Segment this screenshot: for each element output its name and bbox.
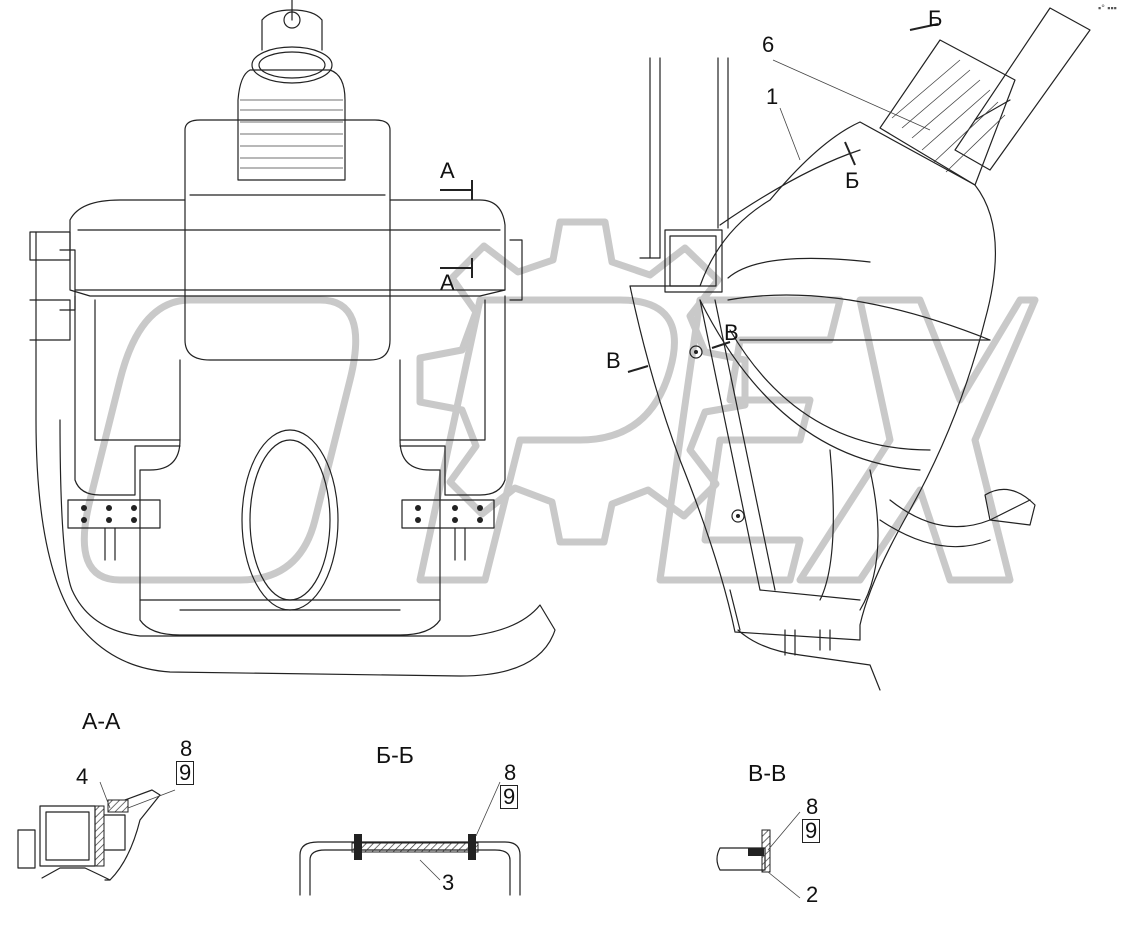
section-vv xyxy=(716,811,801,899)
section-bb-title: Б-Б xyxy=(376,742,414,768)
callout-6: 6 xyxy=(762,32,775,57)
callout-vv-8: 8 xyxy=(806,794,819,819)
callout-1: 1 xyxy=(766,84,779,109)
section-aa-title: А-А xyxy=(82,708,121,734)
side-view xyxy=(627,7,1091,691)
callout-aa-8: 8 xyxy=(180,736,193,761)
cut-mark-v-left: В xyxy=(606,348,621,373)
cut-mark-b-top: Б xyxy=(928,6,943,31)
cut-mark-a-bottom: А xyxy=(440,270,455,295)
section-vv-title: В-В xyxy=(748,760,787,786)
corner-mark: ▪° ▪▪▪ xyxy=(1098,3,1117,13)
callout-bb-9: 9 xyxy=(500,785,519,809)
section-bb xyxy=(299,781,521,896)
callout-vv-9: 9 xyxy=(802,819,821,843)
cut-mark-a-top: А xyxy=(440,158,455,183)
cut-mark-v-right: В xyxy=(724,320,739,345)
front-view xyxy=(29,0,556,677)
section-aa xyxy=(17,781,176,881)
callout-4: 4 xyxy=(76,764,89,789)
callout-bb-8: 8 xyxy=(504,760,517,785)
callout-aa-9: 9 xyxy=(176,761,195,785)
watermark-logo xyxy=(80,218,1039,584)
callout-vv-2: 2 xyxy=(806,882,819,907)
callout-bb-3: 3 xyxy=(442,870,455,895)
cut-mark-b-bottom: Б xyxy=(845,168,860,193)
